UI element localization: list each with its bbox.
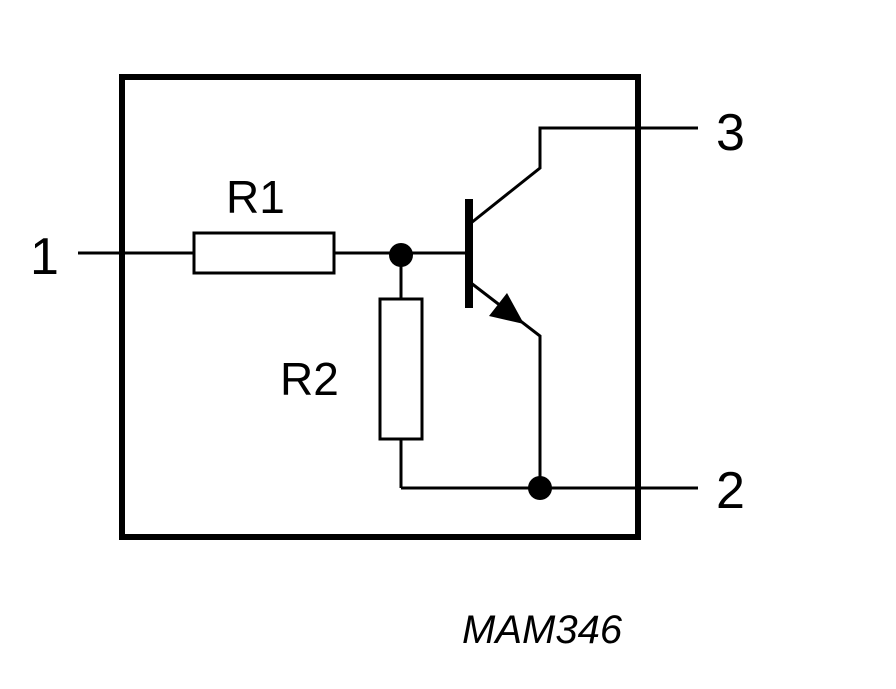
collector-wire	[470, 126, 698, 225]
pin1-label: 1	[30, 228, 59, 286]
drawing-code: MAM346	[462, 608, 623, 652]
r1-label: R1	[226, 171, 285, 223]
pin3-label: 3	[716, 104, 745, 162]
r2-label: R2	[280, 353, 339, 405]
emitter-wire	[470, 281, 542, 488]
package-outline	[119, 74, 641, 540]
resistor-r1	[192, 231, 336, 275]
resistor-r2	[378, 297, 424, 441]
pin2-label: 2	[716, 462, 745, 520]
emitter-arrow	[489, 293, 524, 324]
